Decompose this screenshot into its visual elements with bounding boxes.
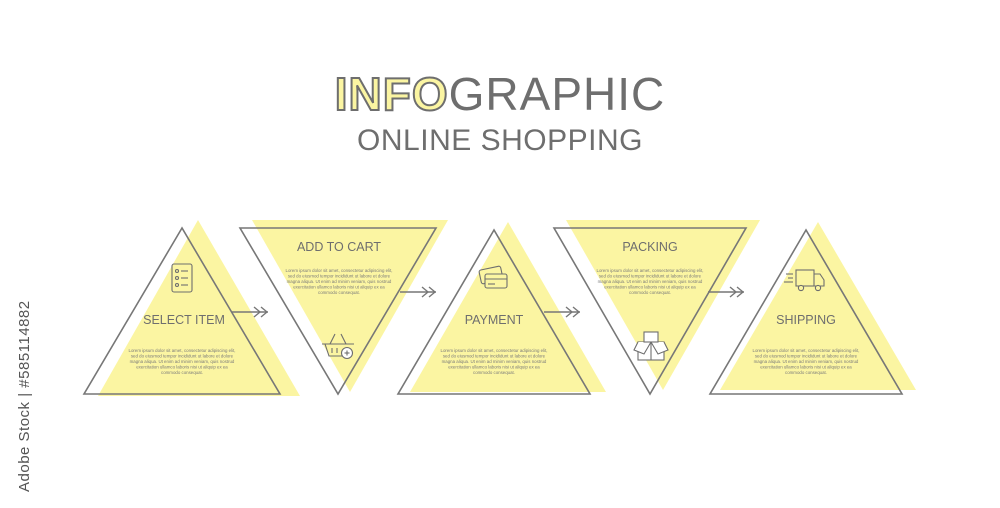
step-text-line: sed do eiusmod tempor incididunt ut labo… (443, 354, 546, 359)
header: INFOGRAPHIC ONLINE SHOPPING (0, 67, 1000, 158)
step-text-line: commodo consequat. (161, 370, 203, 375)
step-text-line: sed do eiusmod tempor incididunt ut labo… (755, 354, 858, 359)
step-outline-shape (238, 227, 438, 396)
step-label: SELECT ITEM (143, 313, 225, 327)
step-outline-shape (708, 228, 904, 395)
connector-arrow (708, 286, 745, 298)
step-text-line: magna aliqua. Ut enim ad minim veniam, q… (130, 359, 235, 364)
step-select-item: SELECT ITEM Lorem ipsum dolor sit amet, … (82, 220, 300, 396)
step-text-line: sed do eiusmod tempor incididunt ut labo… (288, 274, 391, 279)
step-payment: PAYMENT Lorem ipsum dolor sit amet, cons… (396, 222, 606, 395)
title-part-info: INFO (334, 67, 449, 121)
box-icon (633, 331, 669, 361)
credit-card-icon (478, 265, 508, 289)
step-description: Lorem ipsum dolor sit amet, consectetur … (597, 268, 704, 295)
step-description: Lorem ipsum dolor sit amet, consectetur … (129, 348, 236, 375)
step-fill-shape (566, 220, 760, 390)
step-fill-shape (252, 220, 448, 392)
subtitle: ONLINE SHOPPING (357, 124, 643, 157)
step-outline-shape (396, 228, 592, 395)
connector-arrow (400, 286, 437, 298)
step-text-line: exercitation ullamco laboris nisi ut ali… (604, 285, 696, 290)
step-shipping: SHIPPING Lorem ipsum dolor sit amet, con… (708, 222, 916, 395)
step-description: Lorem ipsum dolor sit amet, consectetur … (753, 348, 860, 375)
step-text-line: Lorem ipsum dolor sit amet, consectetur … (129, 348, 236, 353)
step-packing: PACKING Lorem ipsum dolor sit amet, cons… (552, 220, 760, 396)
connector-arrow (232, 306, 269, 318)
basket-add-icon (322, 333, 354, 360)
step-text-line: Lorem ipsum dolor sit amet, consectetur … (441, 348, 548, 353)
step-text-line: magna aliqua. Ut enim ad minim veniam, q… (598, 279, 703, 284)
step-label: ADD TO CART (297, 240, 381, 254)
delivery-truck-icon (784, 269, 825, 292)
step-text-line: exercitation ullamco laboris nisi ut ali… (293, 285, 385, 290)
step-fill-shape (410, 222, 606, 392)
step-text-line: Lorem ipsum dolor sit amet, consectetur … (597, 268, 704, 273)
step-label: PAYMENT (465, 313, 524, 327)
step-fill-shape (98, 220, 300, 396)
title-part-graphic: GRAPHIC (448, 68, 666, 120)
step-outline-shape (82, 226, 282, 395)
infographic-title: INFOGRAPHIC (0, 67, 1000, 121)
step-text-line: magna aliqua. Ut enim ad minim veniam, q… (287, 279, 392, 284)
step-text-line: sed do eiusmod tempor incididunt ut labo… (599, 274, 702, 279)
step-label: SHIPPING (776, 313, 836, 327)
step-text-line: sed do eiusmod tempor incididunt ut labo… (131, 354, 234, 359)
checklist-icon (171, 263, 193, 293)
step-text-line: exercitation ullamco laboris nisi ut ali… (448, 365, 540, 370)
step-text-line: commodo consequat. (785, 370, 827, 375)
step-text-line: commodo consequat. (318, 290, 360, 295)
step-text-line: Lorem ipsum dolor sit amet, consectetur … (286, 268, 393, 273)
connector-arrow (544, 306, 581, 318)
step-text-line: Lorem ipsum dolor sit amet, consectetur … (753, 348, 860, 353)
step-outline-shape (552, 227, 748, 396)
stock-id-watermark: Adobe Stock | #585114882 (16, 300, 33, 492)
step-text-line: magna aliqua. Ut enim ad minim veniam, q… (442, 359, 547, 364)
step-text-line: magna aliqua. Ut enim ad minim veniam, q… (754, 359, 859, 364)
step-description: Lorem ipsum dolor sit amet, consectetur … (441, 348, 548, 375)
step-text-line: exercitation ullamco laboris nisi ut ali… (136, 365, 228, 370)
step-description: Lorem ipsum dolor sit amet, consectetur … (286, 268, 393, 295)
step-label: PACKING (622, 240, 677, 254)
step-text-line: commodo consequat. (473, 370, 515, 375)
step-add-to-cart: ADD TO CART Lorem ipsum dolor sit amet, … (238, 220, 448, 396)
step-text-line: exercitation ullamco laboris nisi ut ali… (760, 365, 852, 370)
step-text-line: commodo consequat. (629, 290, 671, 295)
step-fill-shape (720, 222, 916, 390)
